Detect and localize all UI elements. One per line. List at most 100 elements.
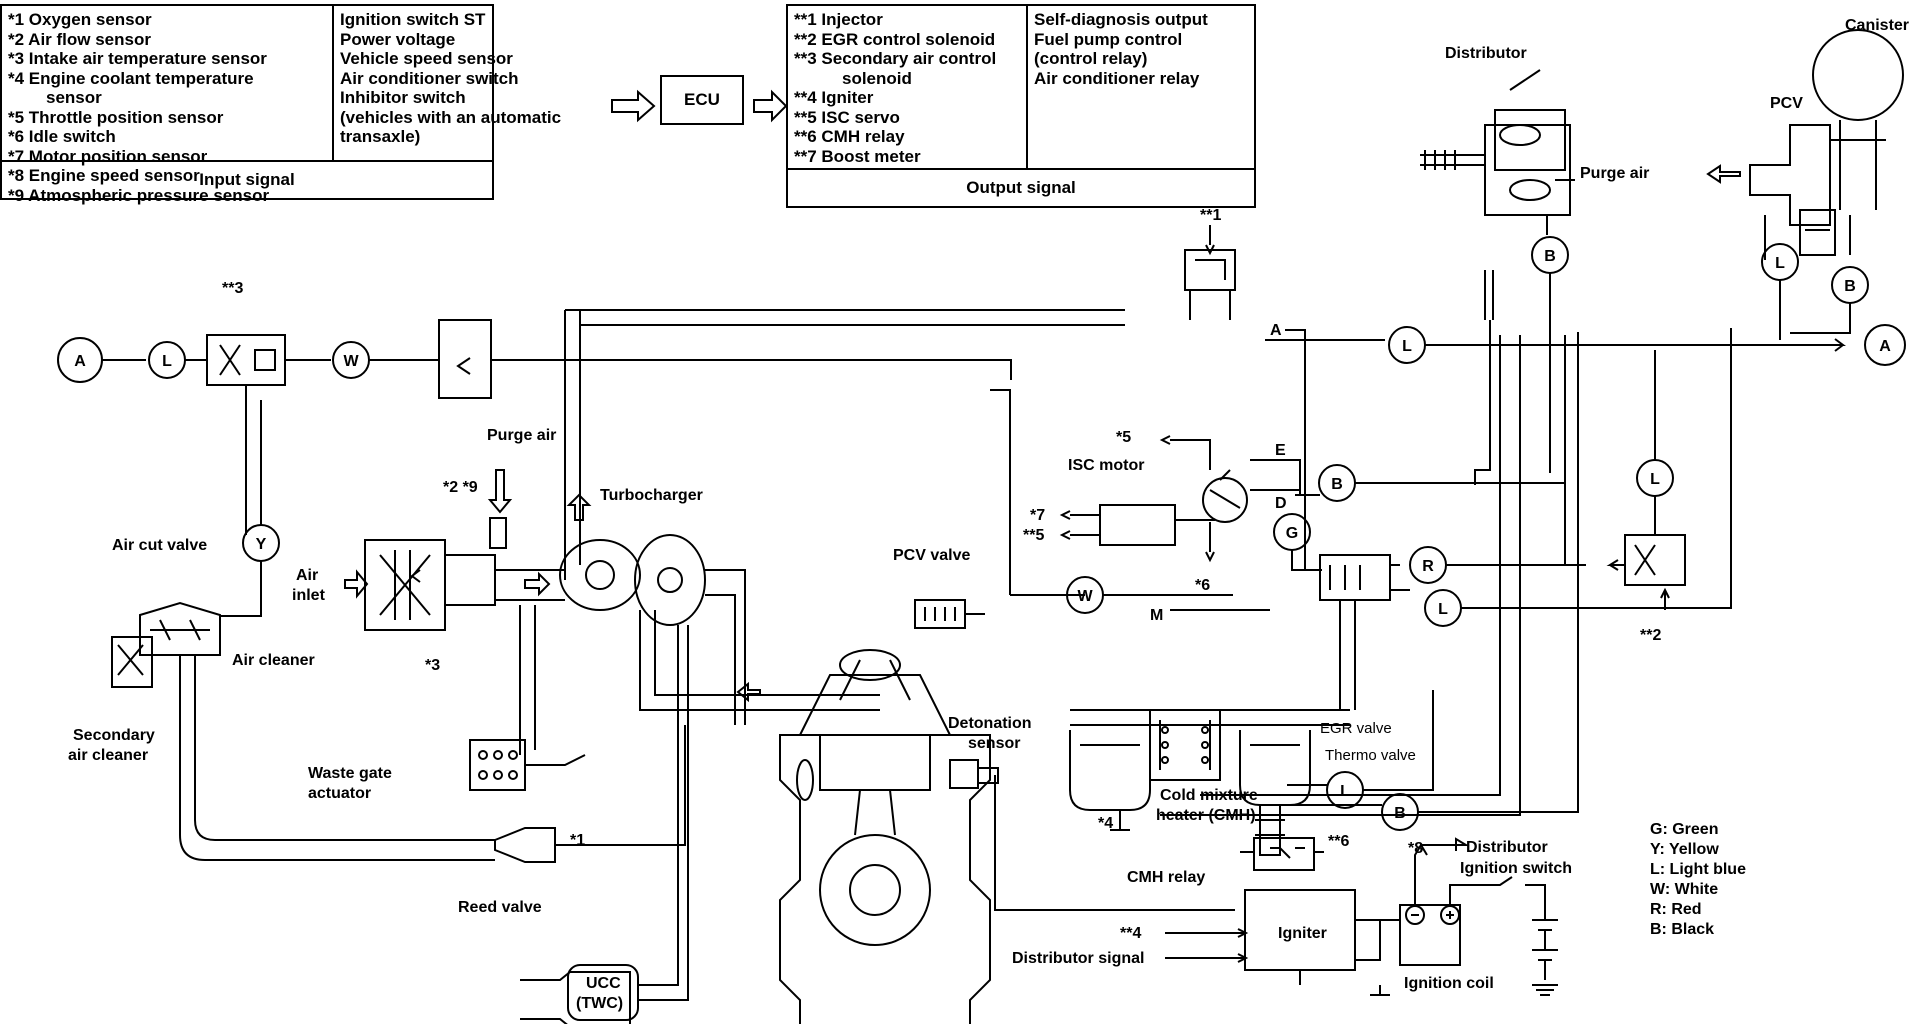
hose-right-loop [1285,329,1306,570]
reed-valve [494,827,556,863]
isc-motor-body [1099,504,1176,546]
sensor-item: *9 Atmospheric pressure sensor [8,185,270,205]
arrow-input-to-ecu [611,89,656,123]
actuator-item: **3 Secondary air control [794,49,997,68]
label-ignition-coil: Ignition coil [1404,975,1494,992]
label-air-inlet: Air [296,567,318,584]
hose-tag-w: W [343,353,359,370]
intercooler-box [438,319,492,399]
actuator-item: **6 CMH relay [794,127,905,146]
legend-item: Y: Yellow [1650,841,1719,858]
hose-tag-b: B [1331,476,1343,493]
label-distributor-signal: Distributor signal [1012,950,1144,967]
output-other-list: Self-diagnosis output Fuel pump control … [1028,6,1256,170]
column-divider [1026,6,1028,170]
label-purge-air-mid: Purge air [487,427,556,444]
label-cold-mixture-heater: Cold mixture [1160,787,1258,804]
input-item: Inhibitor switch [340,88,466,107]
color-legend: G: Green Y: Yellow L: Light blue W: Whit… [1650,820,1746,940]
input-item: transaxle) [340,127,421,146]
label-air-cleaner: Air cleaner [232,652,315,669]
air-flow-sensor [445,554,496,606]
arrow-to-a-right [1825,338,1846,352]
actuator-item: solenoid [842,68,912,88]
label-port-a: A [1270,322,1282,339]
purge-air-arrow-down [487,469,513,514]
input-item: Vehicle speed sensor [340,49,513,68]
label-air-cut-valve: Air cut valve [112,537,207,554]
label-air-inlet: inlet [292,587,326,604]
actuator-item: **5 ISC servo [794,107,900,127]
input-signal-box: *1 Oxygen sensor *2 Air flow sensor *3 I… [0,4,561,205]
label-star2-star9: *2 *9 [443,479,478,496]
wire-coil-to-distributor [1414,843,1461,905]
label-ignition-switch: Ignition switch [1460,860,1572,877]
waste-gate-actuator [469,739,526,791]
engine-block [779,734,991,1024]
input-item: Ignition switch ST [340,10,486,29]
legend-item: R: Red [1650,901,1702,918]
legend-item: G: Green [1650,821,1719,838]
detonation-sensor [949,759,979,789]
label-distributor-bottom: Distributor [1466,839,1548,856]
label-detonation-sensor: Detonation [948,715,1032,732]
pcv-body [1749,124,1831,226]
label-star1: *1 [570,832,585,849]
label-pcv-valve: PCV valve [893,547,970,564]
sensor-item: *8 Engine speed sensor [8,166,200,185]
actuator-item: **4 Igniter [794,88,874,107]
output-item: Fuel pump control [1034,29,1183,49]
hose-tag-b: B [1394,805,1406,822]
input-item: Air conditioner switch [340,68,519,88]
output-item: Air conditioner relay [1034,68,1200,88]
hose-tag-l: L [162,353,172,370]
label-waste-gate-actuator: actuator [308,785,371,802]
label-ucc: (TWC) [576,995,623,1012]
cylinder-head [799,674,951,736]
hose-e [1250,459,1301,495]
label-pcv: PCV [1770,95,1803,112]
label-canister: Canister [1845,17,1909,34]
hose-tag-b: B [1544,248,1556,265]
intake-pipe [495,569,565,601]
label-star7: *7 [1030,507,1045,524]
turbocharger-compressor [559,539,641,611]
egr-control-solenoid [1624,534,1686,586]
label-star-star-5: **5 [1023,527,1044,544]
thermo-valve [1259,805,1281,856]
label-star5: *5 [1116,429,1131,446]
column-divider [332,6,334,162]
battery [1532,919,1558,961]
ecu-box: ECU [660,75,744,125]
crankshaft [819,834,931,946]
hose-tag-l: L [1402,338,1412,355]
label-star8: *8 [1408,840,1423,857]
actuator-item: **7 Boost meter [794,146,921,166]
hose-tag-y: Y [256,536,267,553]
actuator-item: **1 Injector [794,10,883,29]
label-detonation-sensor: sensor [968,735,1020,752]
label-secondary-air-cleaner: air cleaner [68,747,148,764]
hose-tag-l: L [1340,783,1350,800]
cold-mixture-heater [1149,710,1221,781]
purge-air-arrow-left [1706,164,1741,184]
label-cold-mixture-heater: heater (CMH) [1156,807,1256,824]
intake-arrow-left [736,681,761,703]
output-signal-footer: Output signal [788,168,1254,206]
sensor-item: *6 Idle switch [8,127,116,146]
ucc-body [567,964,639,1021]
turbo-arrow-up [566,493,592,521]
hose-tag-r: R [1422,558,1434,575]
hose-tag-l: L [1775,255,1785,272]
hose-tag-l: L [1438,601,1448,618]
canister-body [1812,29,1904,121]
label-isc-motor: ISC motor [1068,457,1144,474]
legend-item: W: White [1650,881,1719,898]
label-reed-valve: Reed valve [458,899,542,916]
intake-manifold-pipe [639,610,880,711]
input-item: Power voltage [340,29,456,49]
sensor-item: *2 Air flow sensor [8,29,151,49]
label-egr-valve: EGR valve [1320,720,1392,737]
boost-sensor [489,517,507,549]
secondary-air-cleaner [111,636,153,688]
